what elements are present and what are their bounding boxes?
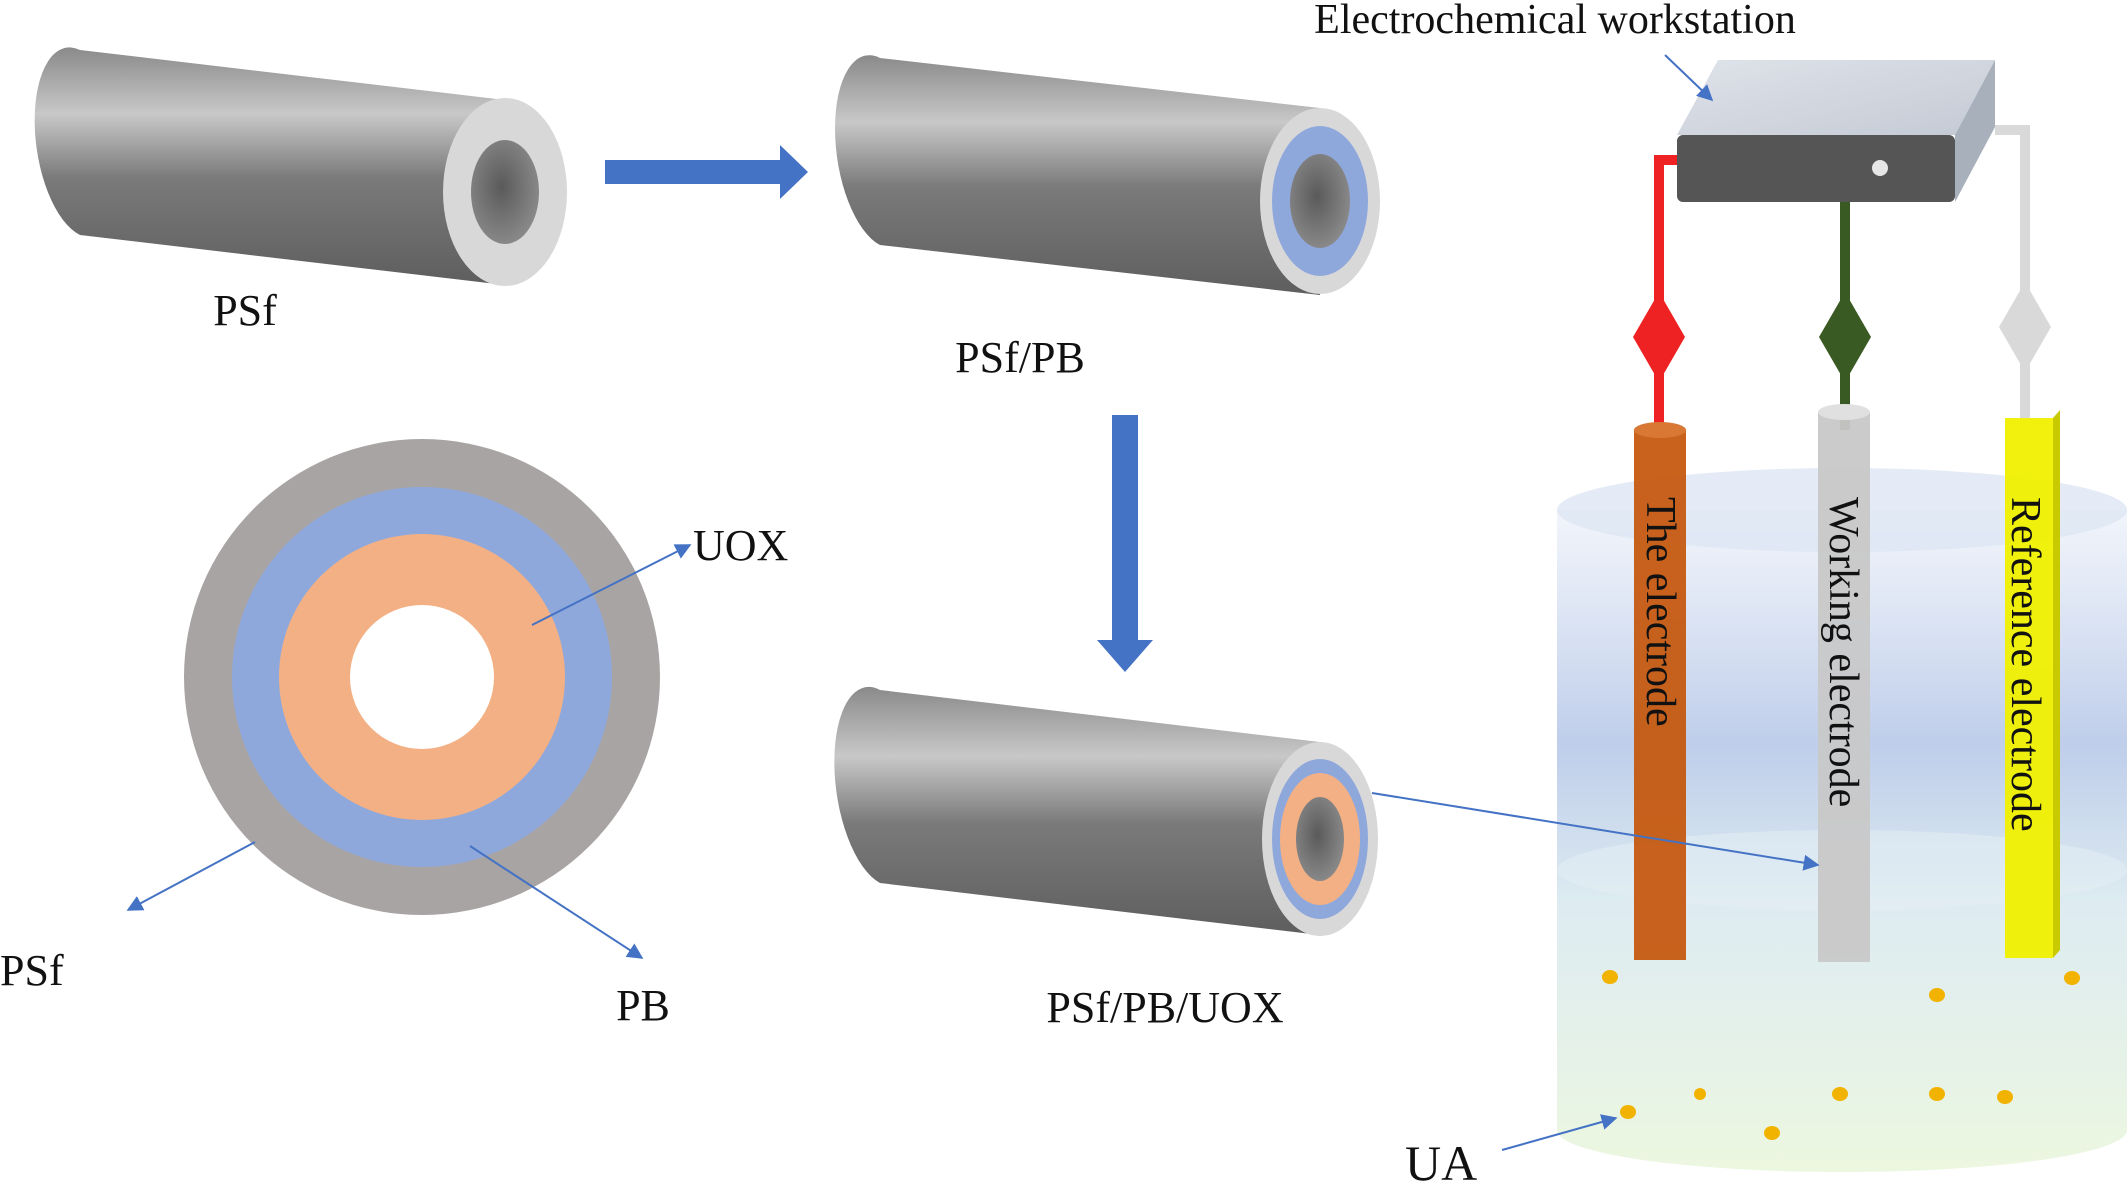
psf-tube-label: PSf xyxy=(213,286,277,335)
pb-pointer xyxy=(469,845,644,959)
ua-dot xyxy=(1929,988,1945,1002)
psf-pb-tube-label: PSf/PB xyxy=(955,333,1085,382)
ua-dot xyxy=(1602,970,1618,984)
electrochemical-workstation xyxy=(1677,60,1995,202)
ua-label: UA xyxy=(1405,1135,1477,1184)
uox-label: UOX xyxy=(693,521,788,570)
reference-electrode-rod xyxy=(2005,410,2060,958)
lumen xyxy=(350,605,494,749)
counter-electrode-rod xyxy=(1634,422,1686,960)
working-electrode-label: Working electrode xyxy=(1820,497,1866,807)
ua-dot xyxy=(2064,971,2080,985)
cross-section xyxy=(184,439,660,915)
process-arrow-down xyxy=(1097,415,1153,672)
ua-dot xyxy=(1832,1087,1848,1101)
psf-cross-label: PSf xyxy=(0,946,64,995)
psf-tube xyxy=(34,47,567,286)
psf-pb-uox-tube xyxy=(834,686,1378,936)
psf-pb-tube xyxy=(835,55,1380,295)
reference-electrode-lead xyxy=(1995,125,2051,418)
ua-dot xyxy=(1929,1087,1945,1101)
ua-dot xyxy=(1620,1105,1636,1119)
counter-electrode-lead xyxy=(1633,155,1685,430)
pb-cross-label: PB xyxy=(616,981,670,1030)
uox-pointer xyxy=(531,544,692,626)
reference-electrode-label: Reference electrode xyxy=(2002,497,2048,832)
workstation-pointer xyxy=(1664,54,1714,102)
workstation-label: Electrochemical workstation xyxy=(1314,0,1796,43)
ua-dot xyxy=(1764,1126,1780,1140)
working-electrode-rod xyxy=(1818,404,1870,962)
uric-acid-particles xyxy=(1602,970,2080,1140)
tube-to-working-electrode-pointer xyxy=(1371,792,1820,871)
psf-pointer xyxy=(126,841,256,911)
ua-dot xyxy=(1694,1088,1706,1100)
ua-pointer xyxy=(1501,1114,1618,1151)
working-electrode-lead xyxy=(1819,202,1871,430)
counter-electrode-label: The electrode xyxy=(1637,497,1683,727)
psf-pb-uox-tube-label: PSf/PB/UOX xyxy=(1046,983,1283,1032)
process-arrow-right xyxy=(605,145,808,199)
ua-dot xyxy=(1997,1090,2013,1104)
